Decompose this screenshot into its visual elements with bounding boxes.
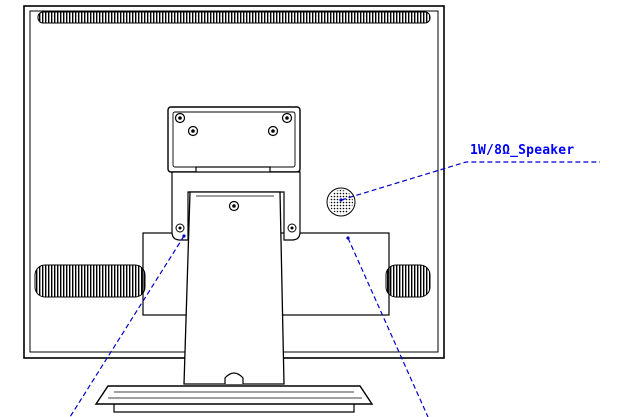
stand-column xyxy=(183,191,285,385)
leader-endpoints xyxy=(182,198,350,240)
top-vent-slots xyxy=(37,11,431,24)
screw-hole-icon xyxy=(174,112,293,137)
stand-base xyxy=(94,385,374,413)
vesa-mount-plate xyxy=(167,106,301,173)
bottom-vent-left xyxy=(34,264,146,298)
right-leader-line xyxy=(347,237,429,417)
speaker-grille-icon xyxy=(326,187,356,217)
bottom-vent-right xyxy=(385,264,431,298)
left-leader-line xyxy=(69,235,185,417)
stand-arm xyxy=(171,171,301,241)
speaker-leader-line xyxy=(340,161,600,201)
leader-lines xyxy=(69,161,600,417)
speaker-callout-label: 1W/8Ω_Speaker xyxy=(470,143,575,158)
